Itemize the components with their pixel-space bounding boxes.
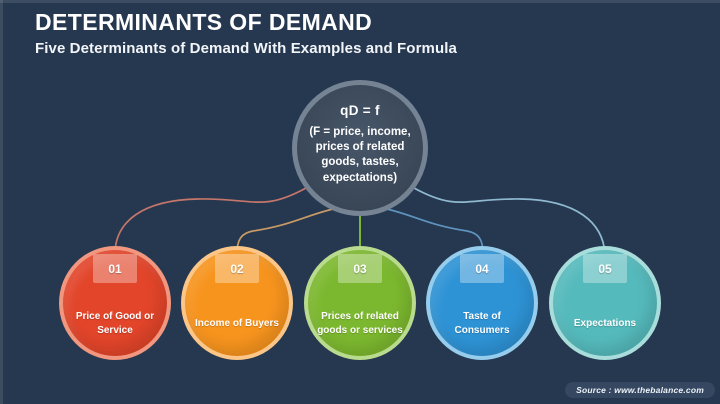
source-attribution: Source : www.thebalance.com <box>565 382 715 398</box>
determinant-circle-income: 02 Income of Buyers <box>181 246 293 360</box>
determinant-label: Expectations <box>573 317 637 329</box>
connector-expectations <box>413 187 606 255</box>
number-text: 05 <box>598 261 612 276</box>
determinant-circle-taste: 04 Taste of Consumers <box>426 246 538 360</box>
determinant-circle-expectations: 05 Expectations <box>549 246 661 360</box>
number-badge: 02 <box>215 254 259 283</box>
connector-price <box>114 187 307 255</box>
formula-text: qD = f <box>340 103 380 118</box>
number-text: 04 <box>475 261 489 276</box>
determinant-label: Prices of related goods or services <box>317 310 403 337</box>
connector-taste <box>386 208 484 255</box>
number-text: 01 <box>108 261 122 276</box>
determinant-circle-price: 01 Price of Good or Service <box>59 246 171 360</box>
number-badge: 01 <box>93 254 137 283</box>
determinant-label: Price of Good or Service <box>75 310 155 337</box>
number-text: 02 <box>230 261 244 276</box>
determinant-circle-related-goods: 03 Prices of related goods or services <box>304 246 416 360</box>
slide-top-edge-highlight <box>0 0 720 3</box>
central-formula-node: qD = f (F = price, income, prices of rel… <box>292 80 428 216</box>
number-text: 03 <box>353 261 367 276</box>
page-subtitle: Five Determinants of Demand With Example… <box>35 40 457 57</box>
number-badge: 04 <box>460 254 504 283</box>
determinant-label: Taste of Consumers <box>454 310 510 337</box>
formula-description: (F = price, income, prices of related go… <box>309 126 411 184</box>
number-badge: 05 <box>583 254 627 283</box>
determinant-label: Income of Buyers <box>195 317 279 329</box>
connector-income <box>236 208 334 255</box>
page-title: DETERMINANTS OF DEMAND <box>35 9 373 35</box>
number-badge: 03 <box>338 254 382 283</box>
slide-left-edge-highlight <box>0 0 3 404</box>
